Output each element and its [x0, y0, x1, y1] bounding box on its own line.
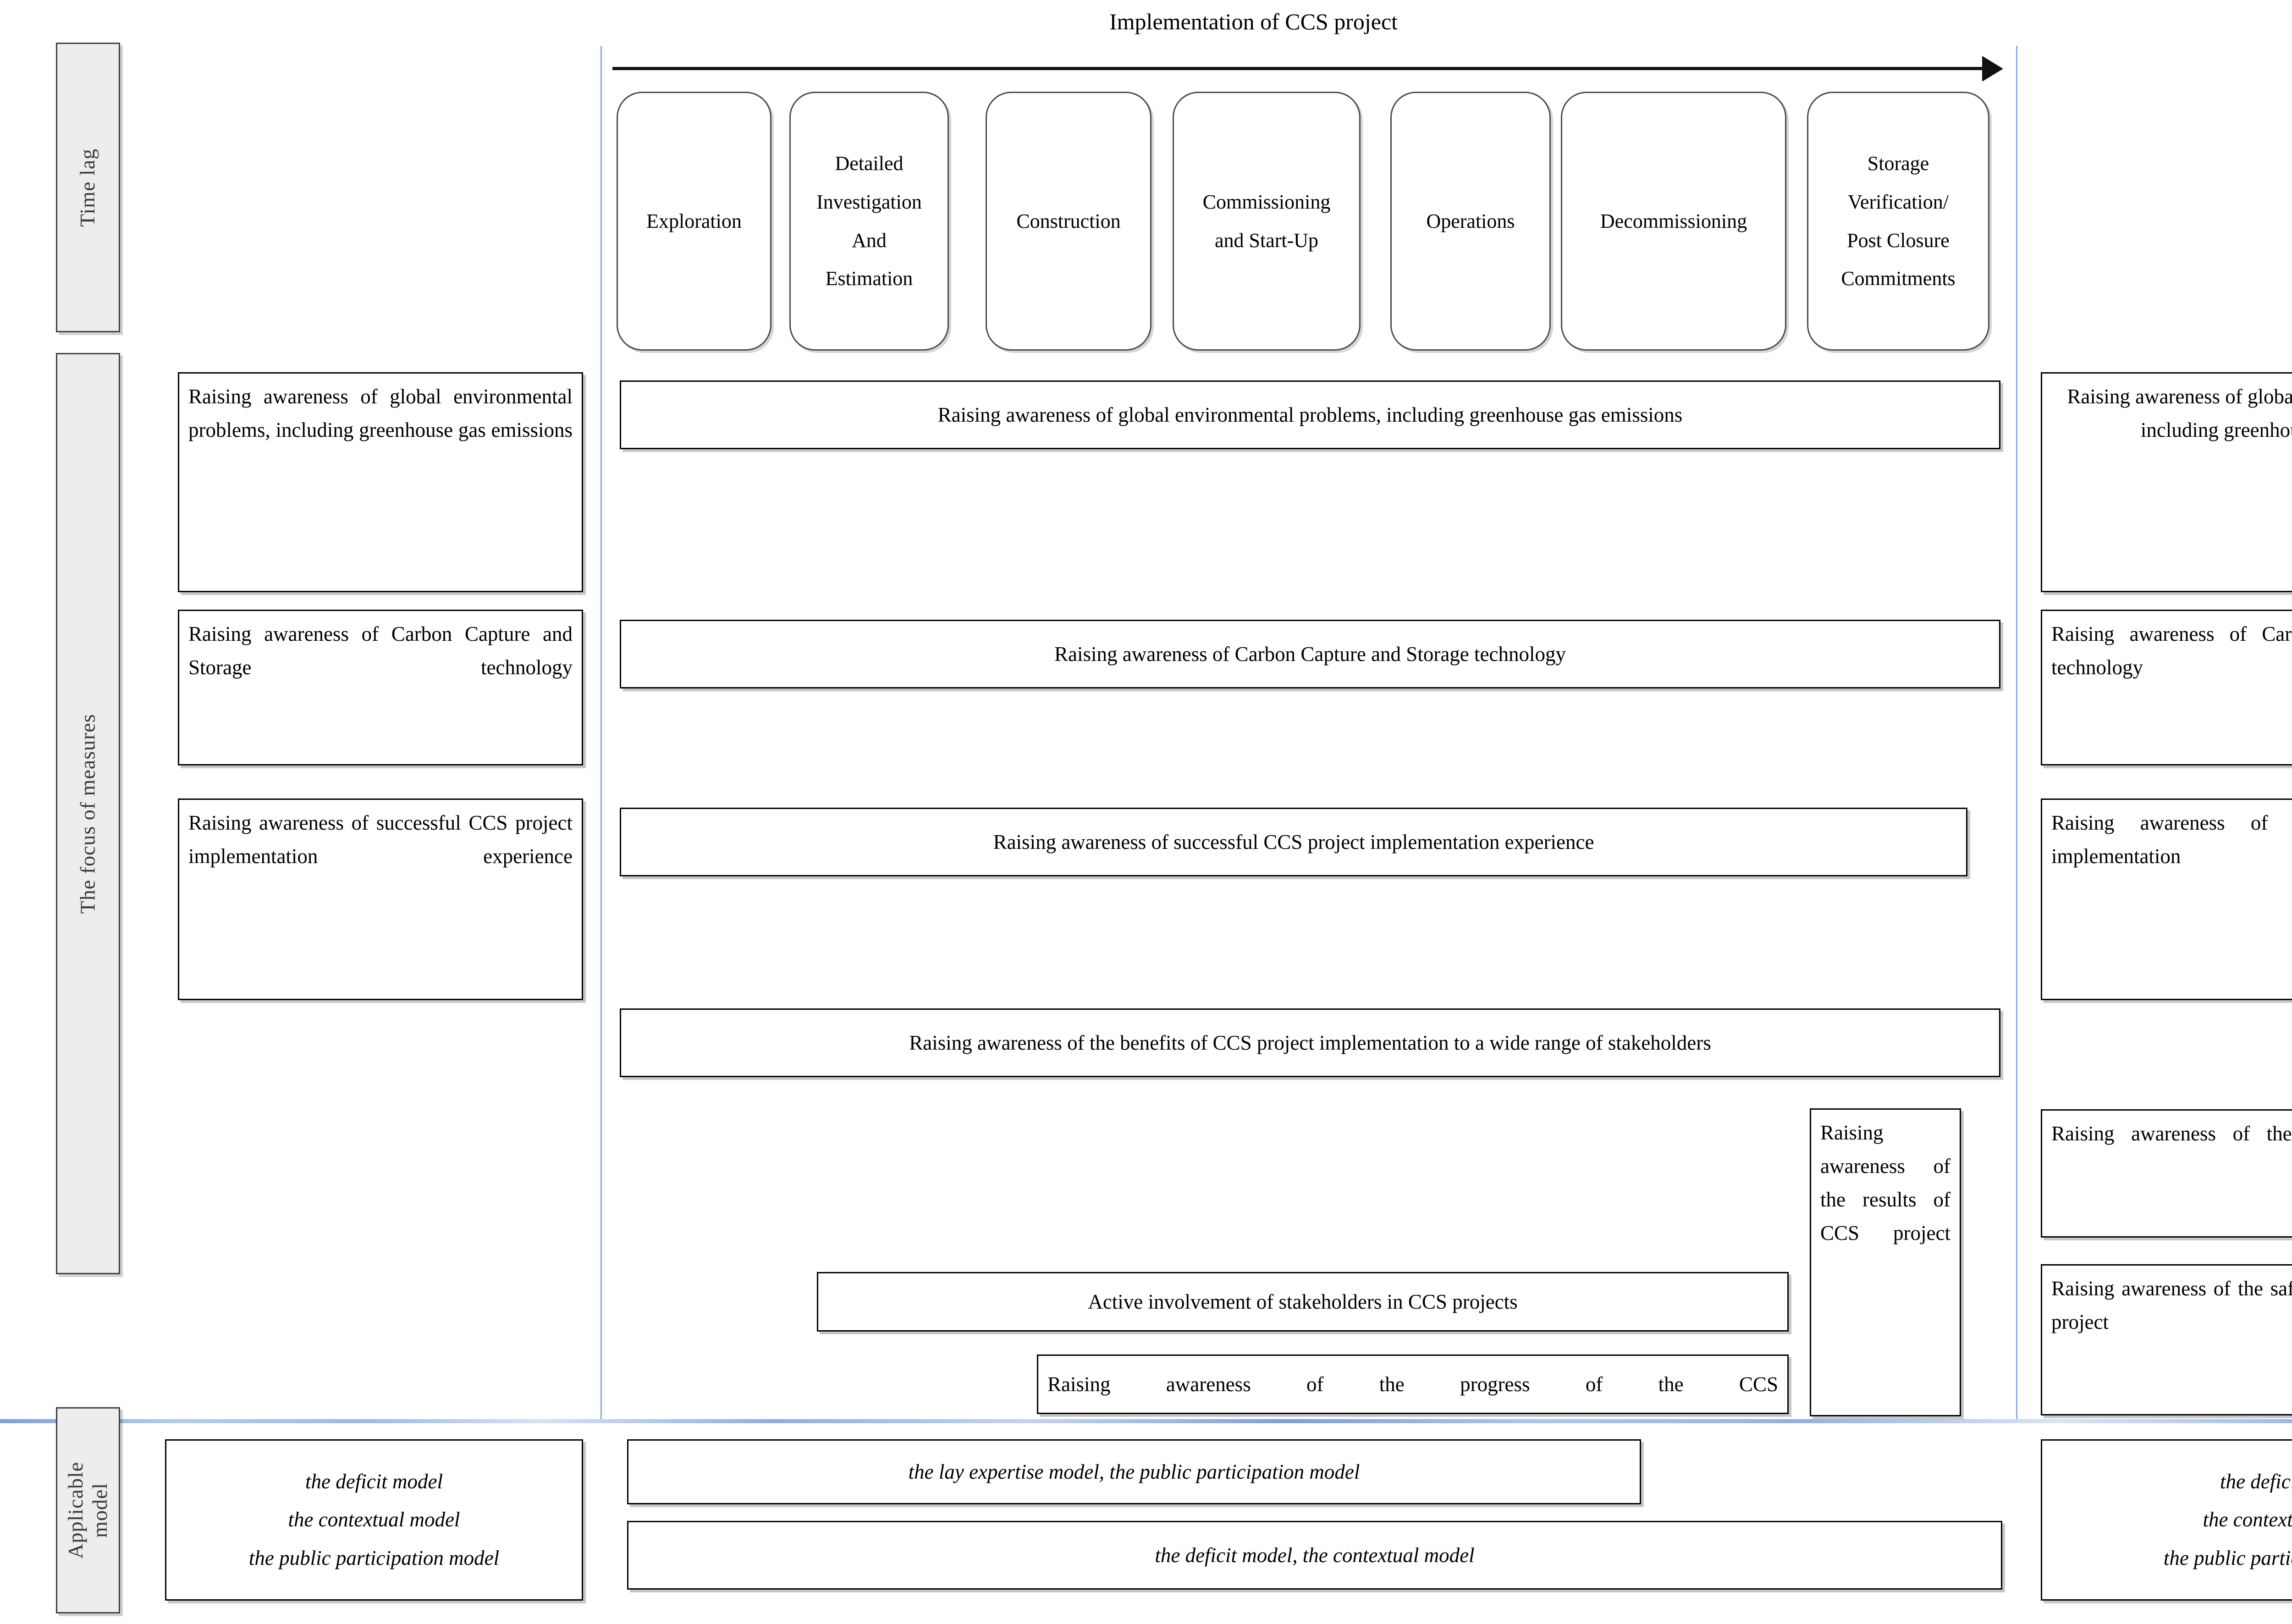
- timeline-arrow-shaft: [612, 67, 1983, 70]
- timeline-arrow-head: [1982, 56, 2003, 82]
- model-box-left[interactable]: the deficit model the contextual model t…: [165, 1439, 583, 1601]
- side-label-focus-of-measures: The focus of measures: [56, 353, 120, 1274]
- phase-decommissioning-label: Decommissioning: [1600, 209, 1747, 232]
- side-label-applicable-model: Applicable model: [56, 1407, 120, 1613]
- phase-construction[interactable]: Construction: [986, 92, 1152, 351]
- phase-construction-label: Construction: [1016, 209, 1121, 232]
- frame-vertical-right: [2016, 46, 2017, 1421]
- phase-detailed-investigation-and-estimation[interactable]: Detailed Investigation And Estimation: [789, 92, 949, 351]
- phase-commissioning-label: Commissioning and Start-Up: [1202, 190, 1331, 252]
- phase-storage-verification-post-closure-commitments[interactable]: Storage Verification/ Post Closure Commi…: [1807, 92, 1989, 351]
- left-measure-box-3[interactable]: Raising awareness of successful CCS proj…: [178, 798, 583, 1000]
- right-measure-box-4-text: Raising awareness of the results of CCS …: [2051, 1122, 2292, 1145]
- center-measure-box-results[interactable]: Raising awareness of the results of CCS …: [1810, 1108, 1961, 1416]
- right-measure-box-1-text: Raising awareness of global environmenta…: [2067, 385, 2292, 441]
- phase-commissioning-and-start-up[interactable]: Commissioning and Start-Up: [1173, 92, 1361, 351]
- left-measure-box-2[interactable]: Raising awareness of Carbon Capture and …: [178, 610, 583, 765]
- center-measure-box-4-text: Raising awareness of the benefits of CCS…: [909, 1031, 1711, 1054]
- right-measure-box-5-text: Raising awareness of the safety of facil…: [2051, 1277, 2292, 1333]
- side-label-time-lag-text: Time lag: [76, 148, 99, 227]
- center-measure-box-3[interactable]: Raising awareness of successful CCS proj…: [620, 808, 1967, 876]
- left-measure-box-1[interactable]: Raising awareness of global environmenta…: [178, 372, 583, 592]
- phase-operations[interactable]: Operations: [1390, 92, 1551, 351]
- right-measure-box-3[interactable]: Raising awareness of successful CCS proj…: [2041, 798, 2292, 1000]
- phase-decommissioning[interactable]: Decommissioning: [1561, 92, 1786, 351]
- model-box-right-text: the deficit model the contextual model t…: [2163, 1470, 2292, 1569]
- right-measure-box-2-text: Raising awareness of Carbon Capture and …: [2051, 622, 2292, 679]
- side-label-time-lag: Time lag: [56, 43, 120, 332]
- left-measure-box-2-text: Raising awareness of Carbon Capture and …: [188, 622, 573, 679]
- phase-operations-label: Operations: [1426, 209, 1515, 232]
- model-box-right[interactable]: the deficit model the contextual model t…: [2041, 1439, 2292, 1601]
- phase-storage-verification-label: Storage Verification/ Post Closure Commi…: [1841, 152, 1956, 290]
- phase-exploration[interactable]: Exploration: [617, 92, 771, 351]
- center-measure-box-1[interactable]: Raising awareness of global environmenta…: [620, 380, 2000, 449]
- phase-exploration-label: Exploration: [646, 209, 742, 232]
- right-measure-box-4[interactable]: Raising awareness of the results of CCS …: [2041, 1109, 2292, 1238]
- model-box-center-top[interactable]: the lay expertise model, the public part…: [627, 1439, 1641, 1504]
- right-measure-box-1[interactable]: Raising awareness of global environmenta…: [2041, 372, 2292, 592]
- phase-detailed-investigation-label: Detailed Investigation And Estimation: [816, 152, 922, 290]
- center-measure-box-active-involvement[interactable]: Active involvement of stakeholders in CC…: [817, 1272, 1789, 1332]
- center-measure-box-4[interactable]: Raising awareness of the benefits of CCS…: [620, 1008, 2000, 1077]
- model-box-center-bottom-text: the deficit model, the contextual model: [1155, 1543, 1475, 1567]
- side-label-applicable-model-text: Applicable model: [64, 1462, 111, 1559]
- right-measure-box-5[interactable]: Raising awareness of the safety of facil…: [2041, 1264, 2292, 1415]
- frame-horizontal-bottom: [0, 1419, 2292, 1423]
- right-measure-box-3-text: Raising awareness of successful CCS proj…: [2051, 811, 2292, 868]
- left-measure-box-3-text: Raising awareness of successful CCS proj…: [188, 811, 573, 868]
- left-measure-box-1-text: Raising awareness of global environmenta…: [188, 385, 573, 441]
- side-label-focus-of-measures-text: The focus of measures: [76, 713, 99, 914]
- center-measure-box-results-text: Raising awareness of the results of CCS …: [1820, 1121, 1950, 1244]
- frame-vertical-left: [601, 46, 602, 1421]
- center-measure-box-3-text: Raising awareness of successful CCS proj…: [993, 830, 1594, 853]
- diagram-title: Implementation of CCS project: [1109, 9, 1398, 34]
- center-measure-box-2-text: Raising awareness of Carbon Capture and …: [1054, 642, 1566, 666]
- center-measure-box-progress-text: Raising awareness of the progress of the…: [1047, 1372, 1778, 1396]
- right-measure-box-2[interactable]: Raising awareness of Carbon Capture and …: [2041, 610, 2292, 765]
- center-measure-box-progress[interactable]: Raising awareness of the progress of the…: [1037, 1354, 1789, 1414]
- model-box-center-bottom[interactable]: the deficit model, the contextual model: [627, 1521, 2002, 1590]
- center-measure-box-2[interactable]: Raising awareness of Carbon Capture and …: [620, 620, 2000, 688]
- center-measure-box-1-text: Raising awareness of global environmenta…: [937, 403, 1683, 426]
- model-box-left-text: the deficit model the contextual model t…: [248, 1470, 500, 1569]
- center-measure-box-active-involvement-text: Active involvement of stakeholders in CC…: [1088, 1290, 1518, 1313]
- model-box-center-top-text: the lay expertise model, the public part…: [908, 1460, 1360, 1483]
